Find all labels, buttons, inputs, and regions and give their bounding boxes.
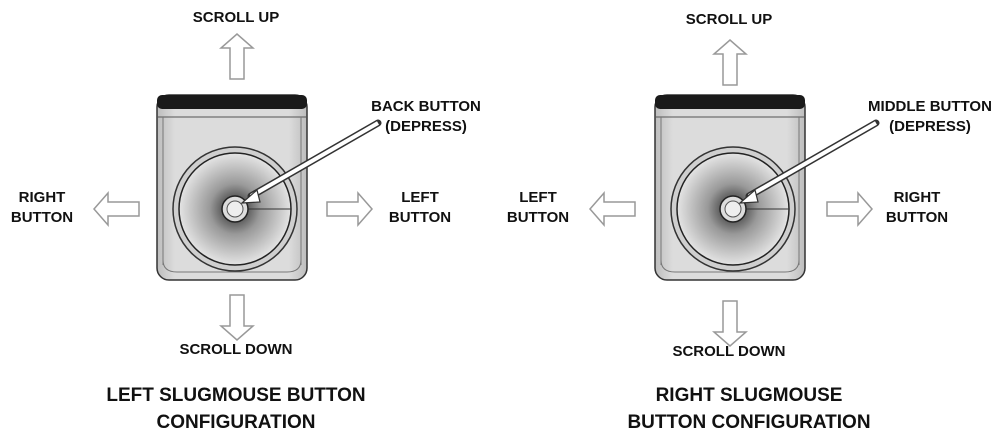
- left-scroll-down-label: SCROLL DOWN: [179, 341, 293, 358]
- right-west-arrow-icon: [589, 192, 636, 226]
- right-slugmouse-device: [654, 94, 806, 281]
- left-callout-pointer-icon: [240, 119, 382, 204]
- label-line: BACK BUTTON: [371, 98, 481, 115]
- label-line: BUTTON: [506, 209, 570, 226]
- title-line: CONFIGURATION: [156, 412, 316, 433]
- left-scroll-up-arrow-icon: [220, 33, 254, 80]
- right-scroll-up-label: SCROLL UP: [685, 11, 773, 28]
- right-east-label: RIGHT BUTTON: [886, 188, 948, 228]
- right-scroll-up-arrow-icon: [713, 39, 747, 86]
- right-callout-pointer-icon: [738, 119, 880, 204]
- title-line: BUTTON CONFIGURATION: [627, 412, 871, 433]
- label-line: BUTTON: [885, 209, 949, 226]
- label-line: (DEPRESS): [385, 118, 467, 135]
- left-configuration-title: LEFT SLUGMOUSE BUTTON CONFIGURATION: [106, 382, 365, 436]
- middle-button-callout: MIDDLE BUTTON (DEPRESS): [868, 97, 992, 137]
- label-line: (DEPRESS): [889, 118, 971, 135]
- label-line: RIGHT: [893, 189, 941, 206]
- label-line: LEFT: [519, 189, 557, 206]
- title-line: RIGHT SLUGMOUSE: [655, 385, 843, 406]
- label-line: LEFT: [401, 189, 439, 206]
- label-line: BUTTON: [10, 209, 74, 226]
- right-scroll-down-label: SCROLL DOWN: [672, 343, 786, 360]
- label-line: MIDDLE BUTTON: [868, 98, 992, 115]
- right-configuration-title: RIGHT SLUGMOUSE BUTTON CONFIGURATION: [627, 382, 870, 436]
- back-button-callout: BACK BUTTON (DEPRESS): [371, 97, 481, 137]
- right-west-label: LEFT BUTTON: [507, 188, 569, 228]
- left-east-label: LEFT BUTTON: [389, 188, 451, 228]
- left-scroll-down-arrow-icon: [220, 294, 254, 341]
- left-east-arrow-icon: [326, 192, 373, 226]
- left-west-label: RIGHT BUTTON: [11, 188, 73, 228]
- right-east-arrow-icon: [826, 192, 873, 226]
- title-line: LEFT SLUGMOUSE BUTTON: [106, 385, 366, 406]
- left-scroll-up-label: SCROLL UP: [192, 9, 280, 26]
- label-line: RIGHT: [18, 189, 66, 206]
- label-line: BUTTON: [388, 209, 452, 226]
- right-scroll-down-arrow-icon: [713, 300, 747, 347]
- left-slugmouse-device: [156, 94, 308, 281]
- left-west-arrow-icon: [93, 192, 140, 226]
